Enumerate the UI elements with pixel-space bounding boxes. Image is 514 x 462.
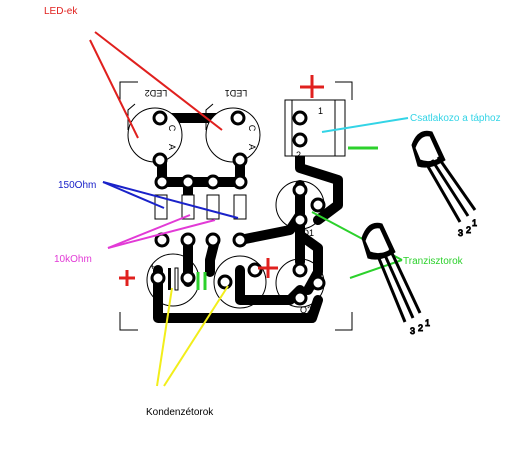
board-outline: [119, 81, 353, 331]
connector-plus-marker: [300, 75, 324, 98]
led1-pin-c: C: [247, 125, 257, 132]
bottom-pin-3: 3: [410, 326, 415, 336]
q1-label: Q1: [302, 228, 314, 238]
c1-footprint: +: [146, 253, 200, 307]
transistor-bottom: 1 2 3: [361, 222, 431, 337]
q1-footprint: Q1: [275, 180, 326, 238]
connector-pin-1: 1: [318, 106, 323, 116]
q2-label: Q2: [300, 305, 312, 315]
polarity-markers: [119, 75, 378, 290]
c2-plus-marker: [258, 258, 278, 278]
label-150ohm: 150Ohm: [58, 180, 96, 191]
c1-plus: +: [150, 262, 155, 272]
led1: LED1 C A: [205, 88, 261, 168]
callout-leds: [89, 31, 223, 139]
bottom-pin-1: 1: [425, 318, 430, 328]
c-minus-marker: [196, 272, 207, 290]
top-pin-3: 3: [458, 228, 463, 238]
callout-150ohm: [102, 181, 239, 219]
callout-capacitors: [156, 285, 229, 387]
connector-pin-2: 2: [296, 150, 301, 160]
led1-label: LED1: [225, 88, 248, 98]
led2: LED2 C A: [127, 88, 183, 168]
c2-plus: +: [247, 294, 252, 304]
callout-10kohm: [107, 214, 216, 249]
label-capacitors: Kondenzétorok: [146, 407, 214, 418]
top-pin-1: 1: [472, 218, 477, 228]
led2-pin-a: A: [167, 144, 177, 150]
callout-connector: [321, 117, 409, 133]
led1-pin-a: A: [247, 144, 257, 150]
led2-pin-c: C: [167, 125, 177, 132]
label-leds: LED-ek: [44, 6, 78, 17]
transistor-top: 1 2 3: [411, 130, 478, 239]
label-transistors: Tranzisztorok: [403, 256, 464, 267]
bottom-pin-2: 2: [418, 323, 423, 333]
resistor-pads: [154, 174, 248, 248]
label-connector: Csatlakozo a táphoz: [410, 113, 501, 124]
led2-label: LED2: [145, 88, 168, 98]
top-pin-2: 2: [466, 225, 471, 235]
q2-footprint: Q2: [275, 258, 326, 315]
label-10kohm: 10kOhm: [54, 254, 92, 265]
c1-plus-marker: [119, 270, 135, 286]
